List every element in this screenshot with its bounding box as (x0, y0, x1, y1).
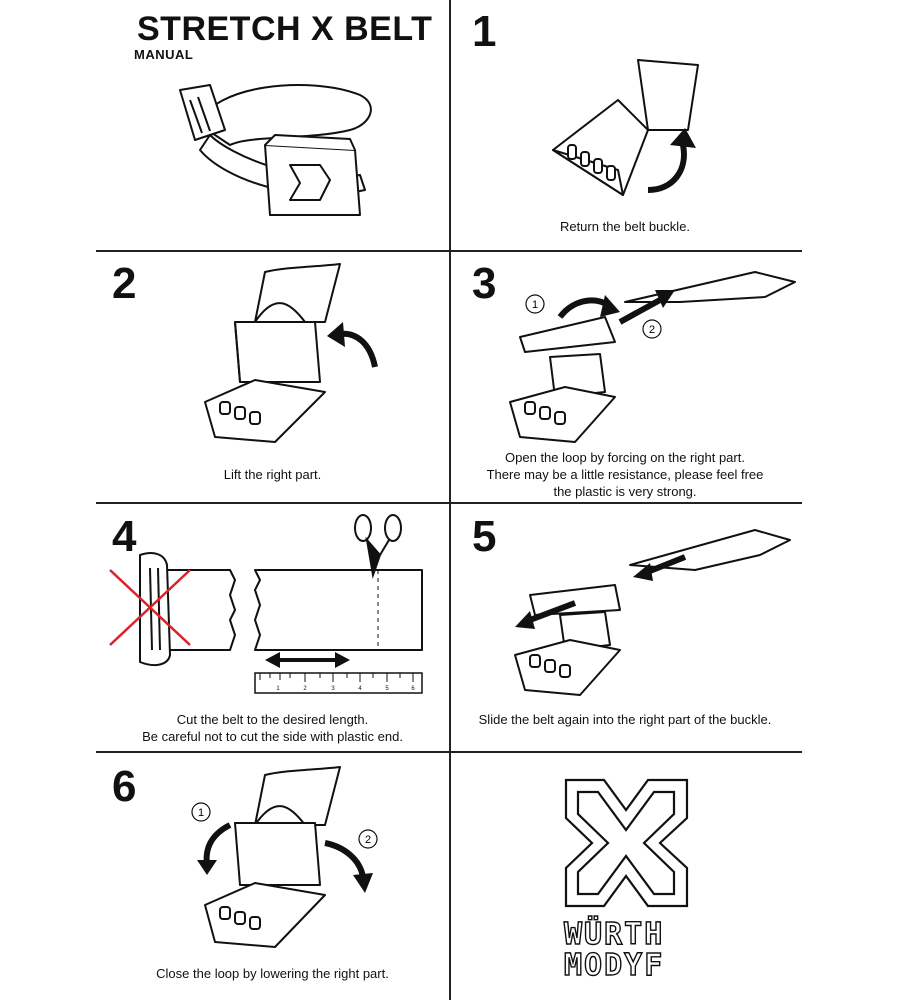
grid-divider-3 (96, 751, 802, 753)
step-4-illustration: 1 2 3 4 5 6 (109, 514, 423, 694)
ruler-tick-3: 3 (331, 686, 335, 692)
step-4-caption-line-2: Be careful not to cut the side with plas… (142, 729, 403, 744)
step-2-illustration (204, 263, 378, 443)
step-6-number: 6 (112, 762, 137, 811)
step-1-caption: Return the belt buckle. (559, 219, 691, 234)
step-4-caption-line-1: Cut the belt to the desired length. (176, 712, 369, 727)
step-6-marker-2: 2 (365, 834, 371, 846)
step-5-caption: Slide the belt again into the right part… (478, 712, 772, 727)
step-5-illustration (514, 529, 791, 696)
ruler-tick-4: 4 (358, 686, 362, 692)
ruler-tick-5: 5 (385, 686, 389, 692)
step-3-caption-line-3: the plastic is very strong. (553, 484, 697, 499)
step-3-caption-line-2: There may be a little resistance, please… (486, 467, 764, 482)
belt-overview-illustration (179, 84, 372, 216)
logo-text-wurth: WÜRTH (563, 917, 665, 952)
logo-text-modyf: MODYF (563, 948, 665, 983)
ruler-tick-1: 1 (276, 686, 280, 692)
grid-divider-1 (96, 250, 802, 252)
step-6-marker-1: 1 (198, 807, 204, 819)
step-6-caption: Close the loop by lowering the right par… (156, 966, 389, 981)
step-1-number: 1 (472, 7, 497, 56)
step-3-illustration: 1 2 (509, 271, 796, 443)
step-5-number: 5 (472, 512, 497, 561)
manual-title: STRETCH X BELT (137, 10, 433, 48)
step-3-caption-line-1: Open the loop by forcing on the right pa… (505, 450, 745, 465)
step-3-marker-1: 1 (532, 299, 538, 311)
step-6-illustration: 1 2 (191, 766, 378, 948)
step-3-marker-2: 2 (649, 324, 655, 336)
ruler-tick-2: 2 (303, 686, 307, 692)
grid-vertical-divider (449, 0, 451, 1000)
ruler-tick-6: 6 (411, 686, 415, 692)
step-4-number: 4 (112, 512, 137, 561)
grid-divider-2 (96, 502, 802, 504)
step-2-number: 2 (112, 259, 137, 308)
step-3-number: 3 (472, 259, 497, 308)
manual-subtitle: MANUAL (134, 47, 194, 62)
step-1-illustration (552, 59, 699, 196)
step-2-caption: Lift the right part. (223, 467, 322, 482)
wurth-modyf-x-logo (564, 778, 689, 908)
